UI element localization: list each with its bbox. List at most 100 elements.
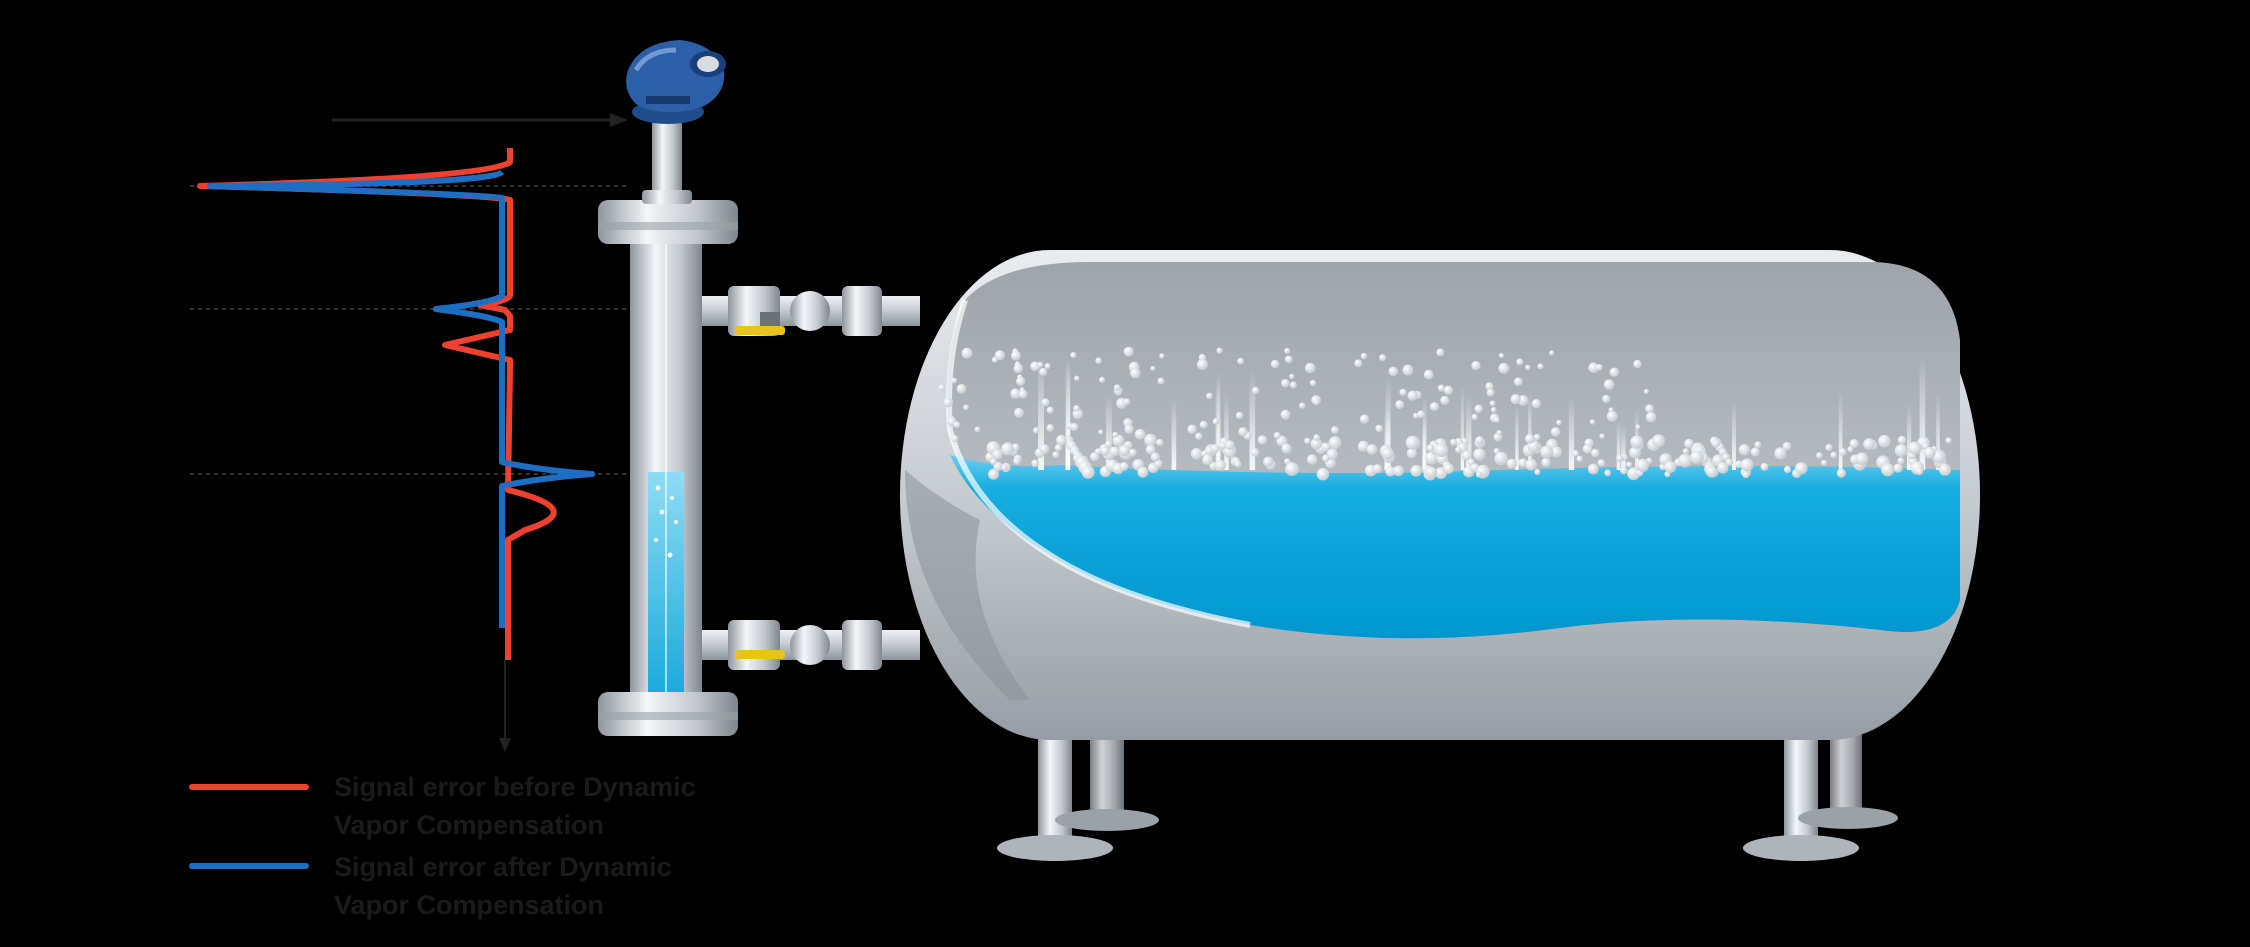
bubble — [1360, 352, 1368, 360]
bubble — [1838, 448, 1847, 457]
upper-valve-handle — [735, 326, 785, 335]
bubble — [1485, 382, 1494, 391]
bubble — [1486, 388, 1495, 397]
bubble — [1855, 452, 1869, 466]
bubble — [1359, 414, 1370, 424]
bubble — [1576, 455, 1583, 463]
bubble — [1354, 359, 1363, 368]
bubble — [1281, 379, 1290, 388]
bubble — [1041, 398, 1050, 407]
bubble — [1137, 466, 1149, 478]
bubble — [1711, 439, 1721, 448]
bubble — [1893, 463, 1903, 473]
bubble — [1471, 360, 1481, 371]
bubble — [1150, 452, 1161, 462]
bubble — [1056, 434, 1067, 446]
bubble — [1284, 355, 1293, 364]
bubble — [1276, 435, 1288, 447]
bubble — [1375, 424, 1383, 433]
bubble — [1881, 463, 1895, 477]
bubble — [1037, 361, 1044, 368]
bubble — [1321, 442, 1331, 452]
bubble — [1206, 392, 1213, 400]
bubble — [1425, 466, 1437, 479]
bubble — [1836, 468, 1846, 478]
bubble — [1525, 364, 1531, 371]
bubble — [1306, 454, 1318, 465]
bubble — [1664, 461, 1677, 473]
chamber-assembly — [598, 40, 920, 736]
bubble — [1030, 361, 1040, 372]
bubble — [1150, 365, 1156, 372]
bubble — [1322, 454, 1330, 463]
bubble — [1011, 350, 1021, 361]
bubble — [1252, 386, 1260, 395]
vapor-plume — [1919, 355, 1926, 470]
bubble — [1405, 435, 1420, 450]
bubble — [1897, 457, 1905, 465]
bubble — [1690, 450, 1704, 465]
bubble — [1474, 404, 1483, 414]
bubble — [1588, 362, 1599, 374]
bubble — [1212, 418, 1220, 425]
bubble — [1443, 385, 1454, 395]
bubble — [1525, 433, 1535, 444]
bubble — [1513, 377, 1523, 387]
bubble — [1498, 362, 1510, 374]
bubble — [992, 449, 1003, 460]
bubble — [1144, 433, 1157, 447]
bubble — [1541, 457, 1551, 468]
bubble — [994, 350, 1006, 361]
bubble — [1635, 424, 1641, 430]
bubble — [1357, 440, 1370, 453]
vapor-plume — [1515, 403, 1519, 470]
bubble — [1534, 468, 1541, 476]
bubble — [951, 377, 958, 384]
vapor-plume — [1224, 394, 1229, 470]
bubble — [1643, 389, 1649, 395]
lower-nozzle — [700, 620, 920, 670]
bubble — [1406, 448, 1418, 459]
legend-after-line2: Vapor Compensation — [334, 890, 604, 920]
bubble — [1897, 435, 1907, 445]
bubble — [1425, 451, 1439, 465]
horizontal-vessel — [900, 250, 1980, 861]
bubble — [1825, 444, 1833, 452]
bubble — [1156, 438, 1164, 447]
bubble — [1604, 469, 1612, 477]
bubble — [1281, 443, 1292, 454]
bubble — [1001, 442, 1015, 456]
bubble — [1820, 459, 1828, 466]
bubble — [1494, 451, 1509, 466]
bubble — [1849, 439, 1859, 449]
bubble — [1123, 398, 1131, 406]
bubble — [1629, 446, 1642, 459]
bubble — [1633, 359, 1642, 369]
bubble — [1199, 420, 1208, 429]
bubble — [1572, 450, 1580, 457]
bubble — [1104, 440, 1113, 448]
bubble — [1450, 438, 1458, 446]
bubble — [988, 468, 1000, 480]
bubble — [1393, 465, 1404, 477]
bubble — [1310, 437, 1323, 450]
bubble — [1123, 346, 1134, 357]
bubble — [1014, 407, 1024, 418]
bubble — [1878, 434, 1891, 448]
bubble — [1537, 363, 1544, 370]
bubble — [1915, 467, 1924, 476]
bubble — [1437, 384, 1445, 392]
bubble — [1908, 441, 1922, 455]
bubble — [1440, 395, 1450, 405]
bubble — [1219, 442, 1227, 450]
bubble — [1130, 368, 1141, 379]
bubble — [1423, 369, 1434, 380]
bubble — [943, 397, 954, 408]
reference-arrow — [332, 113, 628, 127]
bubble — [1284, 347, 1291, 354]
bubble — [1395, 400, 1405, 410]
bubble — [1031, 459, 1040, 468]
bubble — [1742, 471, 1750, 479]
vapor-plume — [1621, 423, 1626, 470]
bubble — [1402, 364, 1414, 376]
